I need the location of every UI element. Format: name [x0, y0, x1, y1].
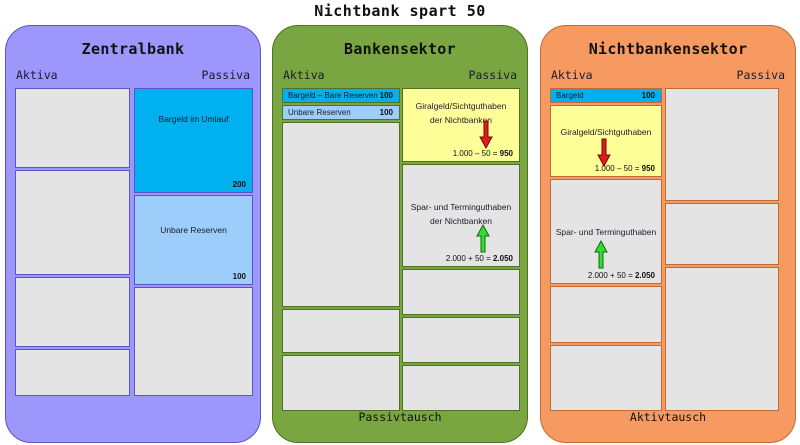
bs-aktiva-unbare-reserven-amount: 100 [379, 108, 393, 117]
bs-aktiva-box-3[interactable] [282, 122, 400, 307]
panel-title-bankensektor: Bankensektor [344, 40, 456, 58]
arrow-up-icon [594, 239, 608, 269]
column-header-aktiva: Aktiva [551, 68, 593, 82]
nb-aktiva-bargeld[interactable]: Bargeld 100 [550, 88, 662, 103]
nb-aktiva-spar-label: Spar- und Terminguthaben [555, 227, 657, 237]
nb-aktiva-box-5[interactable] [550, 345, 662, 411]
panel-title-nichtbankensektor: Nichtbankensektor [588, 40, 748, 58]
column-header-passiva: Passiva [201, 68, 250, 82]
bs-passiva-giralgeld[interactable]: Giralgeld/Sichtguthaben der Nichtbanken … [402, 88, 520, 162]
nb-aktiva-giralgeld-label: Giralgeld/Sichtguthaben [560, 127, 652, 137]
bs-passiva-giralgeld-calc-prefix: 1.000 – 50 = [452, 149, 500, 158]
footer-label-passivtausch: Passivtausch [358, 410, 442, 424]
zb-passiva-bargeld-label: Bargeld im Umlauf [158, 114, 229, 124]
panel-bankensektor: Bankensektor Aktiva Passiva Bargeld – Ba… [272, 25, 528, 443]
panel-zentralbank: Zentralbank Aktiva Passiva Bargeld im Um… [5, 25, 261, 443]
nb-aktiva-spar-calc-result: 2.050 [634, 271, 655, 280]
bs-passiva-giralgeld-label-line2: der Nichtbanken [430, 115, 492, 125]
column-header-aktiva: Aktiva [283, 68, 325, 82]
nb-aktiva-spar-calc: 2.000 + 50 = 2.050 [588, 271, 655, 280]
bs-passiva-spar-terminguthaben[interactable]: Spar- und Terminguthaben der Nichtbanken… [402, 164, 520, 267]
nb-aktiva-giralgeld-calc-result: 950 [641, 164, 655, 173]
column-header-passiva: Passiva [468, 68, 517, 82]
zb-passiva-unbare-reserven[interactable]: Unbare Reserven 100 [134, 195, 253, 285]
bs-passiva-giralgeld-label-line1: Giralgeld/Sichtguthaben [415, 101, 507, 111]
zb-aktiva-box-1[interactable] [15, 88, 130, 168]
bs-passiva-spar-label-line2: der Nichtbanken [430, 216, 492, 226]
column-header-passiva: Passiva [736, 68, 785, 82]
bs-aktiva-bargeld-label: Bargeld – Bare Reserven [288, 90, 378, 100]
nb-aktiva-giralgeld-calc-prefix: 1.000 – 50 = [594, 164, 642, 173]
zb-passiva-bargeld-im-umlauf[interactable]: Bargeld im Umlauf 200 [134, 88, 253, 193]
zb-passiva-box-3[interactable] [134, 287, 253, 396]
bs-passiva-box-3[interactable] [402, 269, 520, 315]
nb-passiva-box-1[interactable] [665, 88, 779, 201]
panel-title-zentralbank: Zentralbank [81, 40, 185, 58]
bs-aktiva-box-5[interactable] [282, 355, 400, 411]
bs-passiva-giralgeld-calc-result: 950 [499, 149, 513, 158]
nb-aktiva-giralgeld[interactable]: Giralgeld/Sichtguthaben 1.000 – 50 = 950 [550, 105, 662, 177]
zb-aktiva-box-2[interactable] [15, 170, 130, 275]
nb-aktiva-giralgeld-calc: 1.000 – 50 = 950 [595, 164, 655, 173]
nb-aktiva-box-4[interactable] [550, 286, 662, 343]
nb-aktiva-spar-calc-prefix: 2.000 + 50 = [587, 271, 635, 280]
nb-passiva-box-2[interactable] [665, 203, 779, 265]
bs-aktiva-box-4[interactable] [282, 309, 400, 353]
arrow-down-icon [597, 138, 611, 168]
bs-aktiva-unbare-reserven-label: Unbare Reserven [288, 107, 351, 117]
zb-passiva-unbare-reserven-amount: 100 [232, 272, 246, 281]
nb-aktiva-bargeld-label: Bargeld [556, 90, 584, 100]
panel-nichtbankensektor: Nichtbankensektor Aktiva Passiva Bargeld… [540, 25, 796, 443]
nb-passiva-box-3[interactable] [665, 267, 779, 411]
bs-aktiva-bargeld-bare-reserven[interactable]: Bargeld – Bare Reserven 100 [282, 88, 400, 103]
bs-passiva-giralgeld-calc: 1.000 – 50 = 950 [453, 149, 513, 158]
bs-passiva-box-5[interactable] [402, 365, 520, 411]
nb-aktiva-bargeld-amount: 100 [641, 91, 655, 100]
bs-passiva-spar-calc-result: 2.050 [492, 254, 513, 263]
column-header-aktiva: Aktiva [16, 68, 58, 82]
bs-passiva-spar-calc-prefix: 2.000 + 50 = [445, 254, 493, 263]
nb-aktiva-spar-terminguthaben[interactable]: Spar- und Terminguthaben 2.000 + 50 = 2.… [550, 179, 662, 284]
arrow-down-icon [479, 120, 493, 150]
bs-passiva-spar-calc: 2.000 + 50 = 2.050 [446, 254, 513, 263]
zb-passiva-unbare-reserven-label: Unbare Reserven [160, 225, 227, 235]
bs-passiva-spar-label-line1: Spar- und Terminguthaben [410, 202, 512, 212]
bs-aktiva-unbare-reserven[interactable]: Unbare Reserven 100 [282, 105, 400, 120]
arrow-up-icon [476, 223, 490, 253]
zb-aktiva-box-3[interactable] [15, 277, 130, 347]
bs-aktiva-bargeld-amount: 100 [379, 91, 393, 100]
page-title: Nichtbank spart 50 [314, 2, 486, 20]
zb-aktiva-box-4[interactable] [15, 349, 130, 396]
bs-passiva-box-4[interactable] [402, 317, 520, 363]
zb-passiva-bargeld-amount: 200 [232, 180, 246, 189]
footer-label-aktivtausch: Aktivtausch [629, 410, 707, 424]
